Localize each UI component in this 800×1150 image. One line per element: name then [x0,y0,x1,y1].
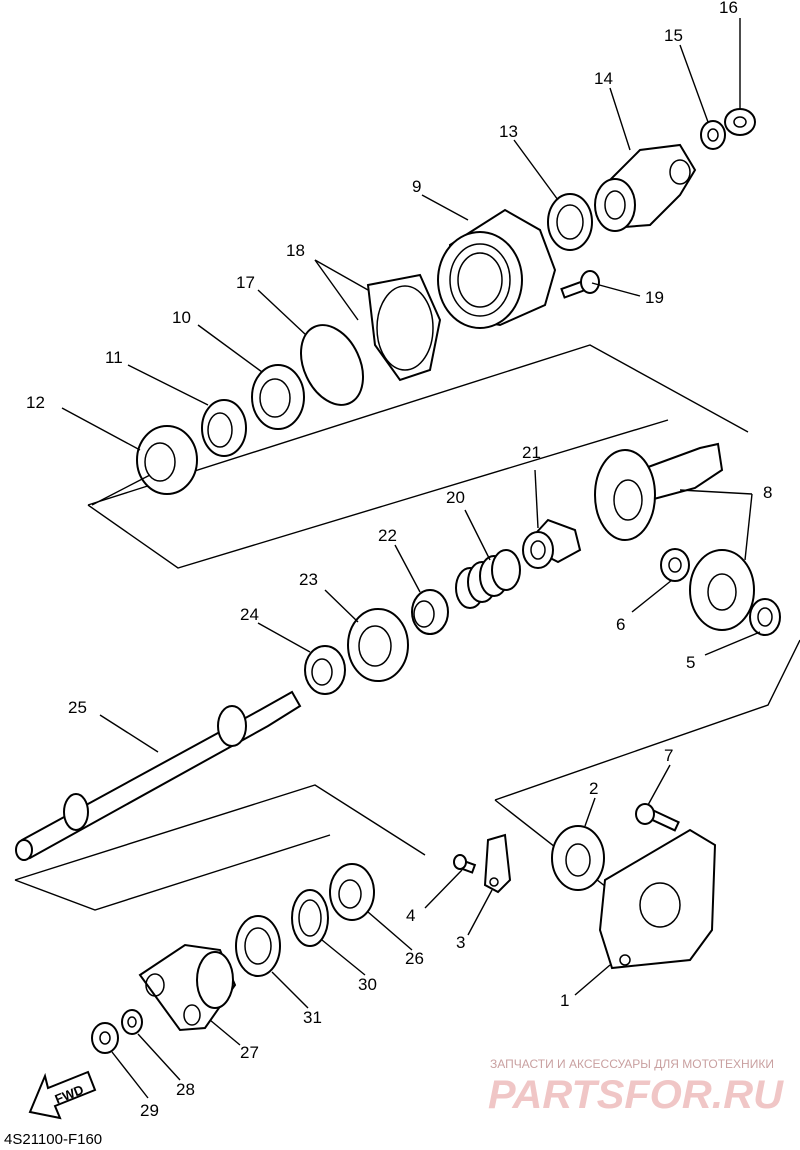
part-1-cover [598,828,717,970]
part-8-gear-set [594,442,755,631]
label-part-13: 13 [499,122,518,141]
part-15-washer [700,120,726,150]
part-30-circlip [291,889,329,947]
part-13-oil-seal [547,193,593,251]
lower-group-frame-bottom [14,834,331,911]
part-2-bearing [551,825,605,891]
part-10-bearing [251,364,305,430]
label-part-24: 24 [240,605,259,624]
watermark-tagline: ЗАПЧАСТИ И АКСЕССУАРЫ ДЛЯ МОТОТЕХНИКИ [490,1057,774,1071]
label-part-14: 14 [594,69,613,88]
label-part-30: 30 [358,975,377,994]
part-26-bearing [329,863,375,921]
label-part-1: 1 [560,991,569,1010]
upper-group-frame [87,344,749,506]
diagram-code: 4S21100-F160 [4,1131,102,1148]
part-9-bearing-housing [437,208,557,329]
part-21-cam [522,518,582,569]
label-part-9: 9 [412,177,421,196]
part-27-yoke [138,943,237,1032]
label-part-16: 16 [719,0,738,17]
label-part-6: 6 [616,615,625,634]
label-part-4: 4 [406,906,415,925]
part-number-labels: 1 2 3 4 5 6 7 8 9 10 11 12 13 14 15 16 1… [26,0,772,1120]
part-5-washer [749,598,781,636]
label-part-23: 23 [299,570,318,589]
label-part-12: 12 [26,393,45,412]
label-part-20: 20 [446,488,465,507]
part-22-collar [411,589,449,635]
watermark-logo: PARTSFOR.RU [488,1073,784,1117]
part-12-bearing [136,425,198,495]
label-part-17: 17 [236,273,255,292]
label-part-21: 21 [522,443,541,462]
label-part-22: 22 [378,526,397,545]
label-part-8: 8 [763,483,772,502]
label-part-26: 26 [405,949,424,968]
label-part-18: 18 [286,241,305,260]
label-part-2: 2 [589,779,598,798]
part-20-spring [455,549,521,609]
label-part-27: 27 [240,1043,259,1062]
lower-group-frame [14,784,426,881]
part-17-o-ring [300,324,364,406]
part-3-plate [483,833,512,894]
part-23-bearing [347,608,409,682]
label-part-28: 28 [176,1080,195,1099]
part-6-nut [660,548,690,582]
part-7-bolt [635,803,680,832]
label-part-25: 25 [68,698,87,717]
part-28-washer [121,1009,143,1035]
part-24-oil-seal [304,645,346,695]
label-part-19: 19 [645,288,664,307]
part-25-drive-shaft [15,690,302,861]
part-18-shim [366,273,442,382]
part-19-bolt [560,270,600,299]
part-4-screw [453,854,477,874]
part-16-nut [724,108,756,136]
fwd-arrow-icon: FWD [28,1070,97,1120]
upper-group-frame-bottom [87,419,669,569]
leader-lines [61,18,761,1099]
label-part-3: 3 [456,933,465,952]
part-11-ring-nut [201,399,247,457]
label-part-11: 11 [105,348,123,367]
part-31-oil-seal [235,915,281,977]
label-part-29: 29 [140,1101,159,1120]
label-part-31: 31 [303,1008,322,1027]
label-part-10: 10 [172,308,191,327]
part-14-yoke [594,143,697,232]
part-29-nut [91,1022,119,1054]
label-part-5: 5 [686,653,695,672]
middle-group-frame [494,639,800,801]
label-part-7: 7 [664,746,673,765]
label-part-15: 15 [664,26,683,45]
